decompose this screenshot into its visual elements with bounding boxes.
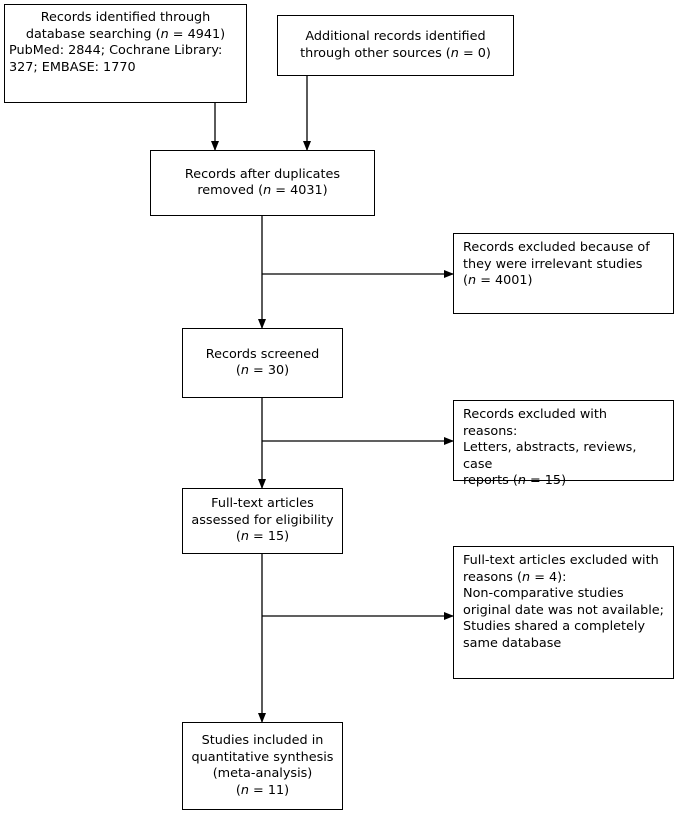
duplicates-line2: removed (n = 4031): [197, 183, 328, 198]
screened-line1: Records screened: [205, 346, 320, 362]
ft-excluded-line5: Studies shared a completely: [463, 619, 646, 634]
box-fulltext-assessed: Full-text articles assessed for eligibil…: [182, 488, 343, 554]
fulltext-line2: assessed for eligibility: [191, 512, 334, 528]
reasons-line1: Records excluded with reasons:: [463, 407, 607, 439]
identified-db-line1: Records identified through: [40, 10, 211, 25]
irrelevant-line3: (n = 4001): [463, 273, 533, 288]
irrelevant-line2: they were irrelevant studies: [463, 256, 643, 272]
reasons-line3: reports (n = 15): [463, 473, 567, 488]
ft-excluded-line4: original date was not available;: [463, 602, 664, 618]
box-after-duplicates: Records after duplicates removed (n = 40…: [150, 150, 375, 216]
screened-line2: (n = 30): [235, 363, 290, 378]
box-studies-included: Studies included in quantitative synthes…: [182, 722, 343, 810]
fulltext-line1: Full-text articles: [211, 496, 314, 512]
box-additional-records: Additional records identified through ot…: [277, 15, 514, 76]
included-line3: (meta-analysis): [212, 766, 313, 781]
identified-db-line3: PubMed: 2844; Cochrane Library:: [9, 43, 223, 58]
ft-excluded-line1: Full-text articles excluded with: [463, 553, 659, 568]
irrelevant-line1: Records excluded because of: [463, 240, 650, 255]
box-records-identified-database: Records identified through database sear…: [4, 4, 247, 103]
box-records-screened: Records screened (n = 30): [182, 328, 343, 398]
included-line2: quantitative synthesis: [191, 749, 334, 765]
identified-db-line4: 327; EMBASE: 1770: [9, 59, 136, 75]
included-line1: Studies included in: [201, 733, 324, 748]
box-excluded-reasons: Records excluded with reasons: Letters, …: [453, 400, 674, 488]
box-fulltext-excluded: Full-text articles excluded with reasons…: [453, 546, 674, 679]
additional-line2: through other sources (n = 0): [300, 45, 491, 61]
fulltext-line3: (n = 15): [235, 529, 290, 545]
identified-db-line2: database searching (n = 4941): [25, 26, 226, 42]
additional-line1: Additional records identified: [305, 29, 486, 44]
ft-excluded-line3: Non-comparative studies: [463, 586, 624, 601]
reasons-line2: Letters, abstracts, reviews, case: [463, 440, 637, 472]
included-line4: (n = 11): [235, 782, 290, 798]
duplicates-line1: Records after duplicates: [184, 166, 341, 182]
ft-excluded-line6: same database: [463, 635, 562, 651]
box-excluded-irrelevant: Records excluded because of they were ir…: [453, 233, 674, 314]
ft-excluded-line2: reasons (n = 4):: [463, 569, 567, 585]
